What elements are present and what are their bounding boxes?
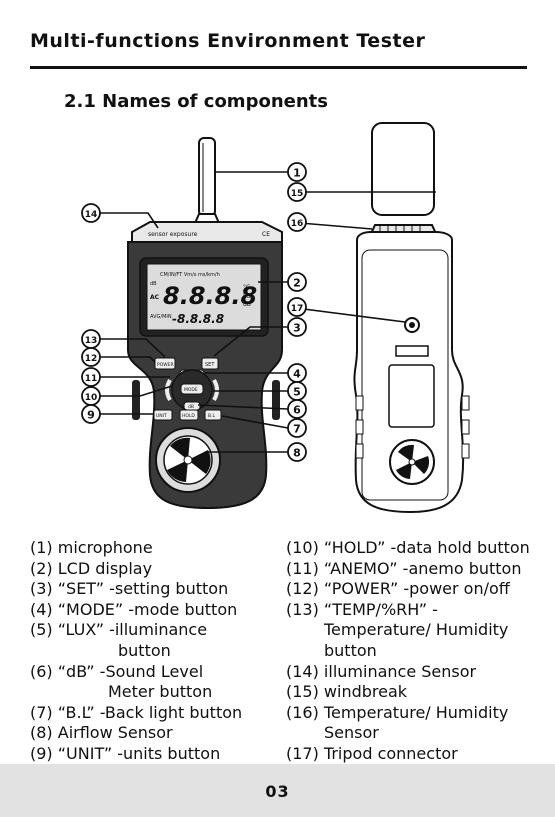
svg-text:HOLD: HOLD xyxy=(182,413,195,419)
svg-text:8: 8 xyxy=(293,447,301,460)
svg-text:B.L: B.L xyxy=(208,413,216,419)
svg-text:6: 6 xyxy=(293,404,301,417)
legend-item: (7) “B.L” -Back light button xyxy=(30,703,280,724)
legend-right: (10) “HOLD” -data hold button (11) “ANEM… xyxy=(286,538,548,765)
legend-item: (14) illuminance Sensor xyxy=(286,662,548,683)
legend-item: Sensor xyxy=(286,723,548,744)
svg-text:10: 10 xyxy=(85,393,98,403)
callout-17: 17 xyxy=(288,298,306,316)
legend-item: (12) “POWER” -power on/off xyxy=(286,579,548,600)
svg-text:POWER: POWER xyxy=(157,362,174,368)
svg-text:14: 14 xyxy=(85,210,98,220)
callout-7: 7 xyxy=(288,419,306,437)
header-rule xyxy=(30,66,527,69)
legend-item: (10) “HOLD” -data hold button xyxy=(286,538,548,559)
legend-item: (16) Temperature/ Humidity xyxy=(286,703,548,724)
svg-text:2: 2 xyxy=(293,277,301,290)
svg-text:9: 9 xyxy=(87,409,95,422)
svg-text:dB: dB xyxy=(150,281,157,287)
lcd-top-text: CM/IN/FT Vm/s ms/km/h xyxy=(160,272,220,278)
svg-text:UNIT: UNIT xyxy=(156,413,167,419)
svg-text:1: 1 xyxy=(293,167,301,180)
callout-15: 15 xyxy=(288,183,306,201)
callout-13: 13 xyxy=(82,330,100,348)
callout-4: 4 xyxy=(288,364,306,382)
legend-item: button xyxy=(30,641,280,662)
callout-16: 16 xyxy=(288,213,306,231)
svg-text:17: 17 xyxy=(291,304,304,314)
svg-text:SET: SET xyxy=(205,362,215,368)
legend-item: (3) “SET” -setting button xyxy=(30,579,280,600)
legend-item: (9) “UNIT” -units button xyxy=(30,744,280,765)
legend-item: (11) “ANEMO” -anemo button xyxy=(286,559,548,580)
legend-item: (1) microphone xyxy=(30,538,280,559)
callout-3: 3 xyxy=(288,318,306,336)
svg-text:11: 11 xyxy=(85,374,98,384)
sensor-exposure-label: sensor exposure xyxy=(148,231,198,238)
callout-8: 8 xyxy=(288,443,306,461)
svg-text:15: 15 xyxy=(291,189,304,199)
legend-item: Meter button xyxy=(30,682,280,703)
svg-text:7: 7 xyxy=(293,423,301,436)
callout-12: 12 xyxy=(82,348,100,366)
svg-text:4: 4 xyxy=(293,368,301,381)
callout-2: 2 xyxy=(288,273,306,291)
callout-10: 10 xyxy=(82,387,100,405)
legend-item: (13) “TEMP/%RH” - xyxy=(286,600,548,621)
svg-text:dB: dB xyxy=(243,301,251,308)
svg-text:Lux: Lux xyxy=(243,293,254,300)
callout-11: 11 xyxy=(82,368,100,386)
legend-left: (1) microphone (2) LCD display (3) “SET”… xyxy=(30,538,280,765)
svg-text:dB: dB xyxy=(188,404,194,410)
svg-text:MODE: MODE xyxy=(184,387,198,393)
lcd-sub-digits: -8.8.8.8 xyxy=(172,312,224,326)
svg-text:AC: AC xyxy=(150,294,160,301)
legend-item: (2) LCD display xyxy=(30,559,280,580)
legend-item: (8) Airflow Sensor xyxy=(30,723,280,744)
legend-item: (17) Tripod connector xyxy=(286,744,548,765)
svg-text:3: 3 xyxy=(293,322,301,335)
callout-5: 5 xyxy=(288,382,306,400)
legend-item: button xyxy=(286,641,548,662)
legend-item: (4) “MODE” -mode button xyxy=(30,600,280,621)
page-number: 03 xyxy=(0,782,555,801)
callout-9: 9 xyxy=(82,405,100,423)
svg-text:12: 12 xyxy=(85,354,98,364)
svg-text:AVG/MIN: AVG/MIN xyxy=(150,314,172,320)
legend-item: (6) “dB” -Sound Level xyxy=(30,662,280,683)
svg-text:5: 5 xyxy=(293,386,301,399)
page-header-title: Multi-functions Environment Tester xyxy=(30,30,425,52)
legend-item: (15) windbreak xyxy=(286,682,548,703)
svg-text:°C: °C xyxy=(243,284,250,291)
svg-text:13: 13 xyxy=(85,336,98,346)
svg-text:16: 16 xyxy=(291,219,304,229)
legend-item: (5) “LUX” -illuminance xyxy=(30,620,280,641)
callout-6: 6 xyxy=(288,400,306,418)
microphone-probe xyxy=(199,138,215,216)
windbreak xyxy=(372,123,434,215)
ce-mark: CE xyxy=(262,231,270,238)
callout-1: 1 xyxy=(288,163,306,181)
legend-item: Temperature/ Humidity xyxy=(286,620,548,641)
device-figure: sensor exposure CE CM/IN/FT Vm/s ms/km/h… xyxy=(0,115,555,525)
callout-14: 14 xyxy=(82,204,100,222)
section-title: 2.1 Names of components xyxy=(64,91,328,112)
